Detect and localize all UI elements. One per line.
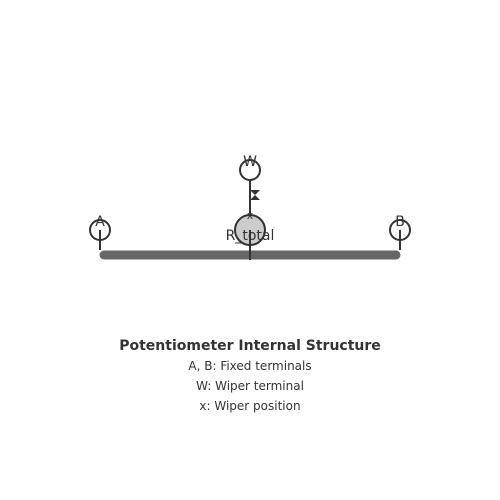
- terminal-b-label: B: [395, 214, 405, 230]
- terminal-b: B: [389, 214, 411, 250]
- terminal-w-label: W: [243, 154, 257, 170]
- caption: Potentiometer Internal Structure A, B: F…: [119, 338, 381, 413]
- wiper-position-label: x: [247, 209, 254, 222]
- caption-line-wiper-terminal: W: Wiper terminal: [196, 379, 304, 393]
- caption-line-fixed-terminals: A, B: Fixed terminals: [188, 359, 311, 373]
- resistance-label: R_total: [226, 228, 275, 244]
- wiper-arrow-icon: [250, 190, 260, 200]
- caption-title: Potentiometer Internal Structure: [119, 338, 381, 354]
- terminal-a-label: A: [95, 214, 105, 230]
- terminal-a: A: [89, 214, 111, 250]
- terminal-w: W: [239, 154, 261, 181]
- caption-line-wiper-position: x: Wiper position: [199, 399, 300, 413]
- terminal-w-circle: [239, 159, 261, 181]
- wiper-contact: x R_total: [226, 209, 275, 260]
